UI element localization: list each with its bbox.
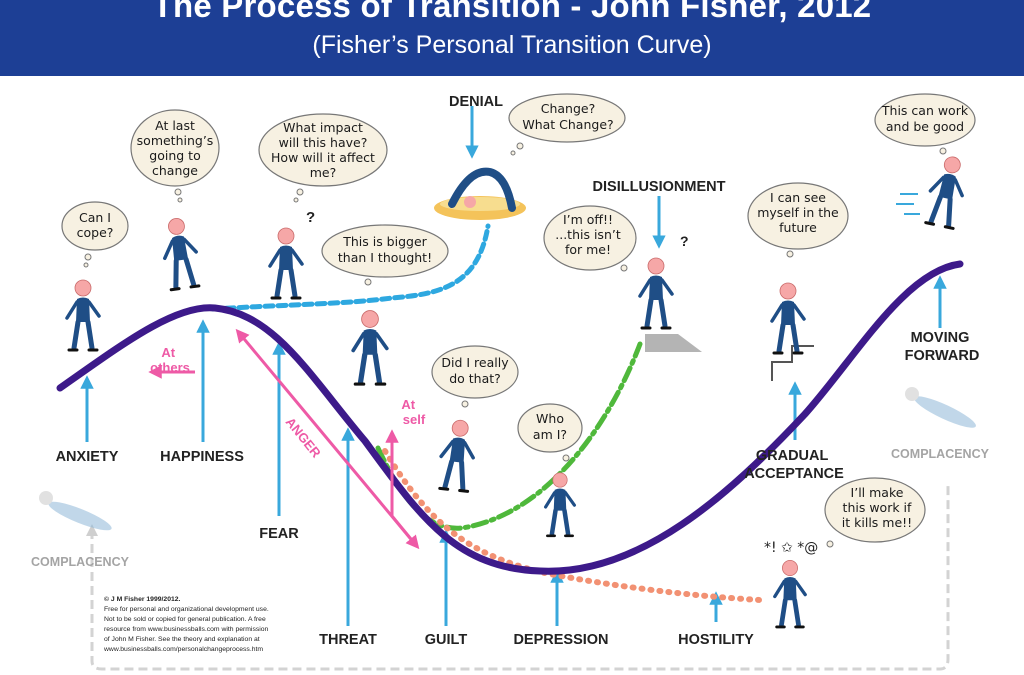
figure-fear <box>270 228 302 298</box>
figure-guilt <box>438 419 477 492</box>
figure-moving-forward <box>896 154 970 229</box>
figure-denial <box>448 167 516 212</box>
transition-curve <box>56 260 964 575</box>
stage-fear: FEAR <box>259 526 299 542</box>
stage-complacency-right: COMPLACENCY <box>891 447 990 461</box>
thought-change-what: Change?What Change? <box>508 93 626 156</box>
header-banner: The Process of Transition - John Fisher,… <box>0 0 1024 76</box>
anger-label: ANGER <box>283 414 325 460</box>
figure-disillusionment <box>640 258 672 328</box>
stage-moving-forward: MOVING FORWARD <box>905 330 980 364</box>
page-subtitle: (Fisher’s Personal Transition Curve) <box>312 31 712 59</box>
figure-hostility: *! ✩ *@ <box>764 540 818 627</box>
figure-gradual-acceptance <box>772 283 804 353</box>
stage-happiness: HAPPINESS <box>160 449 244 465</box>
stage-complacency-left: COMPLACENCY <box>31 555 130 569</box>
figure-anxiety <box>67 280 99 350</box>
hostility-path <box>382 448 763 603</box>
stage-depression: DEPRESSION <box>513 632 608 648</box>
cliff-ledge <box>645 334 702 352</box>
anger-arrows <box>148 328 420 550</box>
stage-disillusionment: DISILLUSIONMENT <box>593 179 726 195</box>
stage-anxiety: ANXIETY <box>56 449 119 465</box>
copyright-notice: © J M Fisher 1999/2012. Free for persona… <box>103 595 271 653</box>
at-others-label: At others <box>150 345 190 375</box>
stage-denial: DENIAL <box>449 94 503 110</box>
step-block <box>771 345 814 381</box>
figure-complacency-right <box>905 387 976 428</box>
svg-text:Change?What Change?: Change?What Change? <box>522 101 613 132</box>
page-title: The Process of Transition - John Fisher,… <box>152 0 872 24</box>
figure-happiness <box>159 216 200 290</box>
figure-threat <box>353 311 387 385</box>
svg-text:*! ✩ *@: *! ✩ *@ <box>764 540 818 556</box>
at-self-label: At self <box>401 397 426 427</box>
denial-path <box>210 223 491 312</box>
question-mark-fear: ? <box>306 209 315 226</box>
stage-guilt: GUILT <box>425 632 468 648</box>
transition-curve-diagram: ANGER At others At self ANXIETY HAPPINES… <box>31 93 990 671</box>
stage-gradual-acceptance: GRADUAL ACCEPTANCE <box>744 448 844 482</box>
stage-hostility: HOSTILITY <box>678 632 754 648</box>
figure-complacency-left <box>39 491 112 531</box>
stage-threat: THREAT <box>319 632 377 648</box>
question-mark-disillusionment: ? <box>680 233 689 249</box>
complacency-loop <box>86 483 950 671</box>
